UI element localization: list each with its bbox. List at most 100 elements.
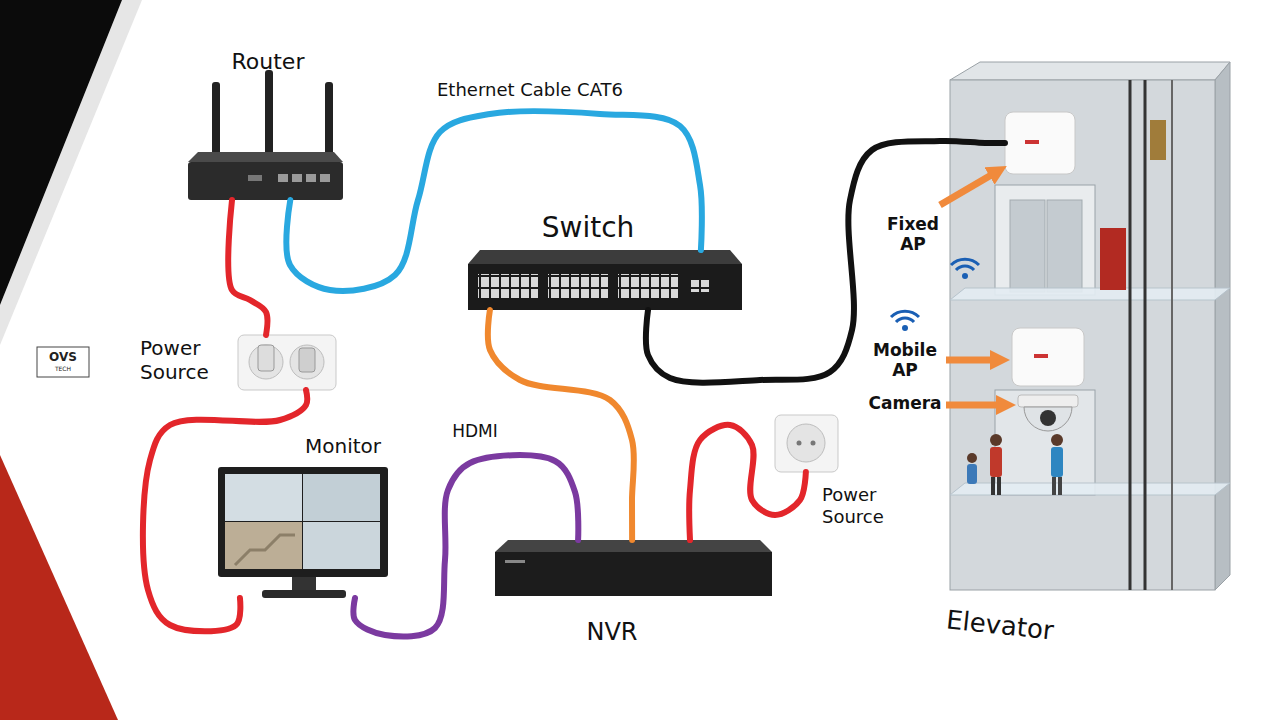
person xyxy=(990,434,1002,446)
shaft-top xyxy=(950,62,1230,80)
wifi-symbol xyxy=(891,311,919,317)
person xyxy=(967,464,977,484)
person xyxy=(1051,447,1063,477)
camera-view xyxy=(225,474,302,521)
shaft-side xyxy=(1215,62,1230,590)
leader-arrow xyxy=(946,402,1000,409)
cable xyxy=(143,390,307,631)
port xyxy=(292,174,302,182)
plug xyxy=(299,348,315,372)
corner-band xyxy=(0,455,118,720)
network-switch: Switch xyxy=(468,250,742,310)
access-point: Fixed AP xyxy=(1005,112,1075,174)
leader-arrow xyxy=(946,357,994,364)
wifi-symbol xyxy=(956,266,974,270)
nvr-recorder: NVR xyxy=(495,540,772,596)
cable-label: HDMI xyxy=(448,421,502,441)
machinery xyxy=(1100,228,1126,290)
person xyxy=(967,453,977,463)
monitor-stand xyxy=(292,577,316,590)
socket-hole xyxy=(811,441,816,446)
cable xyxy=(286,111,702,291)
machinery xyxy=(1150,120,1166,160)
device-label: NVR xyxy=(586,618,637,647)
elevator-shaft: ElevatorFixed APMobile APCamera xyxy=(950,78,1215,590)
monitor: Monitor xyxy=(218,467,388,598)
antenna xyxy=(212,82,220,156)
router: Router xyxy=(188,152,343,200)
camera-lens xyxy=(1040,410,1056,426)
guide-rail xyxy=(1171,80,1173,590)
wifi-symbol xyxy=(962,273,968,279)
corner-band xyxy=(0,0,142,345)
port xyxy=(278,174,288,182)
port-group xyxy=(478,274,538,298)
wifi-symbol xyxy=(896,318,914,322)
router-body xyxy=(188,162,343,200)
elevator-shaft xyxy=(950,80,1215,590)
monitor-frame xyxy=(218,467,388,577)
person xyxy=(990,447,1002,477)
leader-arrow xyxy=(940,174,993,205)
access-point: Mobile AP xyxy=(1012,328,1084,386)
port-group xyxy=(548,274,608,298)
camera-view xyxy=(225,522,302,569)
person xyxy=(991,477,995,495)
person xyxy=(1052,477,1056,495)
person xyxy=(1051,434,1063,446)
wifi-symbol xyxy=(902,325,908,331)
floor-slab xyxy=(950,288,1230,300)
wifi-symbol xyxy=(951,259,979,265)
logo-box xyxy=(37,347,89,377)
socket xyxy=(290,345,324,379)
cable-label: Ethernet Cable CAT6 xyxy=(433,79,627,101)
socket-hole xyxy=(797,441,802,446)
device-label: Elevator xyxy=(945,604,1055,646)
brand-mark xyxy=(1034,354,1048,358)
person xyxy=(997,477,1001,495)
router-top xyxy=(188,152,343,162)
device-label: Router xyxy=(232,49,305,75)
corner-band xyxy=(0,0,122,305)
camera-dome xyxy=(1024,407,1072,431)
antenna xyxy=(325,82,333,156)
socket xyxy=(787,424,825,462)
cable xyxy=(228,200,267,335)
device-label: Fixed AP xyxy=(878,214,948,255)
device-label: Mobile AP xyxy=(867,340,943,381)
port xyxy=(320,174,330,182)
port-group xyxy=(690,280,710,292)
nvr-body xyxy=(495,552,772,596)
dome-camera: Camera xyxy=(1018,395,1078,440)
socket xyxy=(249,345,283,379)
elevator-car xyxy=(995,390,1095,495)
logo-text: OVS xyxy=(49,350,77,364)
device-label: Switch xyxy=(542,211,635,245)
cable xyxy=(689,425,806,540)
plug xyxy=(258,345,274,371)
camera-base xyxy=(1018,395,1078,407)
cable xyxy=(646,141,1005,383)
person xyxy=(1058,477,1062,495)
monitor-base xyxy=(262,590,346,598)
power-outlet: Power Source xyxy=(775,415,838,472)
car-door xyxy=(1047,200,1082,292)
brand-mark xyxy=(1025,140,1039,144)
camera-view xyxy=(303,522,380,569)
nvr-badge xyxy=(505,560,525,563)
port xyxy=(306,174,316,182)
access-point-body xyxy=(1012,328,1084,386)
guide-rail xyxy=(1129,80,1132,590)
access-point-body xyxy=(1005,112,1075,174)
outlet-plate xyxy=(238,335,336,390)
camera-view xyxy=(303,474,380,521)
guide-rail xyxy=(1144,80,1147,590)
elevator-car xyxy=(995,185,1095,295)
device-label: Power Source xyxy=(822,484,904,527)
logo-text: TECH xyxy=(55,365,71,372)
antenna xyxy=(265,70,273,156)
device-label: Camera xyxy=(868,393,941,413)
cable xyxy=(353,455,578,636)
